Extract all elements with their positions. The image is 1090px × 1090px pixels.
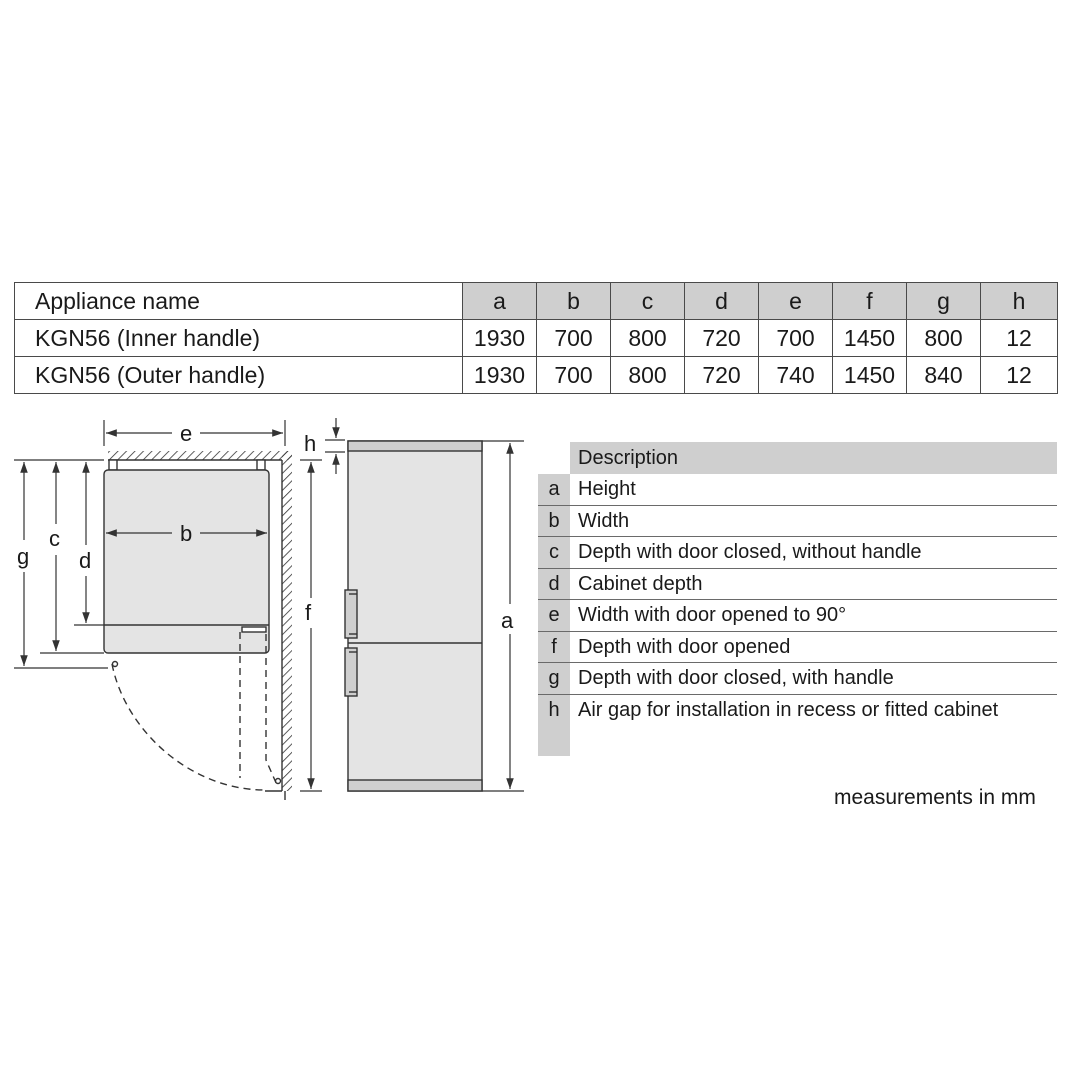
legend-key: a (538, 474, 570, 505)
top-cover (347, 440, 483, 452)
header-col-e: e (758, 282, 833, 320)
height-dimension (482, 440, 524, 792)
legend-text: Air gap for installation in recess or fi… (578, 698, 999, 721)
label-f: f (305, 600, 312, 625)
door-swing-arc (111, 663, 266, 791)
table-row: KGN56 (Inner handle) 1930 700 800 720 70… (14, 319, 1058, 357)
description-legend: Description a Height b Width c Depth wit… (538, 442, 1057, 756)
list-item: d Cabinet depth (538, 568, 1057, 600)
row-appliance-name: KGN56 (Inner handle) (14, 319, 463, 357)
table-header-row: Appliance name a b c d e f g h (14, 282, 1058, 320)
hinge-right (256, 459, 266, 471)
cell-value: 700 (758, 319, 833, 357)
appliance-body (347, 440, 483, 792)
header-col-c: c (610, 282, 685, 320)
units-note: measurements in mm (834, 786, 1036, 809)
upper-door-handle (344, 589, 358, 639)
legend-text: Width with door opened to 90° (578, 604, 847, 626)
cell-value: 1930 (462, 356, 537, 394)
wall-right-hatch (282, 451, 292, 791)
legend-text: Cabinet depth (578, 572, 703, 595)
list-item: g Depth with door closed, with handle (538, 663, 1057, 695)
legend-text: Height (578, 478, 636, 500)
label-h: h (304, 431, 316, 456)
list-item: f Depth with door opened (538, 631, 1057, 663)
legend-key: c (538, 537, 570, 568)
list-item: a Height (538, 474, 1057, 506)
legend-key-column-end (538, 726, 570, 756)
handle-inner (241, 626, 267, 633)
cell-value: 800 (610, 356, 685, 394)
cabinet-outline (103, 469, 270, 654)
side-dimensions (300, 418, 345, 792)
legend-key: f (538, 631, 570, 662)
header-col-g: g (906, 282, 981, 320)
cell-value: 1450 (832, 356, 907, 394)
cell-value: 740 (758, 356, 833, 394)
row-appliance-name: KGN56 (Outer handle) (14, 356, 463, 394)
front-view (344, 440, 483, 792)
header-col-d: d (684, 282, 759, 320)
legend-text: Depth with door closed, with handle (578, 667, 894, 689)
legend-key: g (538, 663, 570, 694)
table-row: KGN56 (Outer handle) 1930 700 800 720 74… (14, 356, 1058, 394)
header-appliance-name: Appliance name (14, 282, 463, 320)
cell-value: 12 (980, 356, 1058, 394)
cell-value: 12 (980, 319, 1058, 357)
label-b: b (180, 521, 192, 546)
label-a: a (501, 608, 514, 633)
top-view-dimensions (14, 420, 286, 669)
list-item: h Air gap for installation in recess or … (538, 694, 1057, 726)
legend-text: Depth with door opened (578, 635, 791, 658)
wall-top-hatch (108, 451, 292, 460)
legend-key: h (538, 694, 570, 726)
list-item: c Depth with door closed, without handle (538, 537, 1057, 569)
base-plinth (347, 779, 483, 792)
top-view (103, 451, 292, 800)
legend-text: Width (578, 509, 630, 532)
legend-key: e (538, 600, 570, 631)
legend-key: d (538, 568, 570, 599)
cell-value: 1450 (832, 319, 907, 357)
label-c: c (49, 526, 60, 551)
hinge-left (108, 459, 118, 471)
label-e: e (180, 421, 192, 446)
label-g: g (17, 544, 29, 569)
header-col-f: f (832, 282, 907, 320)
list-item: b Width (538, 505, 1057, 537)
list-item: e Width with door opened to 90° (538, 600, 1057, 632)
label-d: d (79, 548, 91, 573)
legend-key: b (538, 505, 570, 536)
dimension-table: Appliance name a b c d e f g h KGN56 (In… (14, 282, 1058, 394)
cell-value: 700 (536, 356, 611, 394)
cell-value: 800 (610, 319, 685, 357)
legend-title: Description (570, 442, 1057, 474)
lower-door-handle (344, 647, 358, 697)
legend-text: Depth with door closed, without handle (578, 541, 922, 563)
door-opened-outline (239, 632, 278, 786)
